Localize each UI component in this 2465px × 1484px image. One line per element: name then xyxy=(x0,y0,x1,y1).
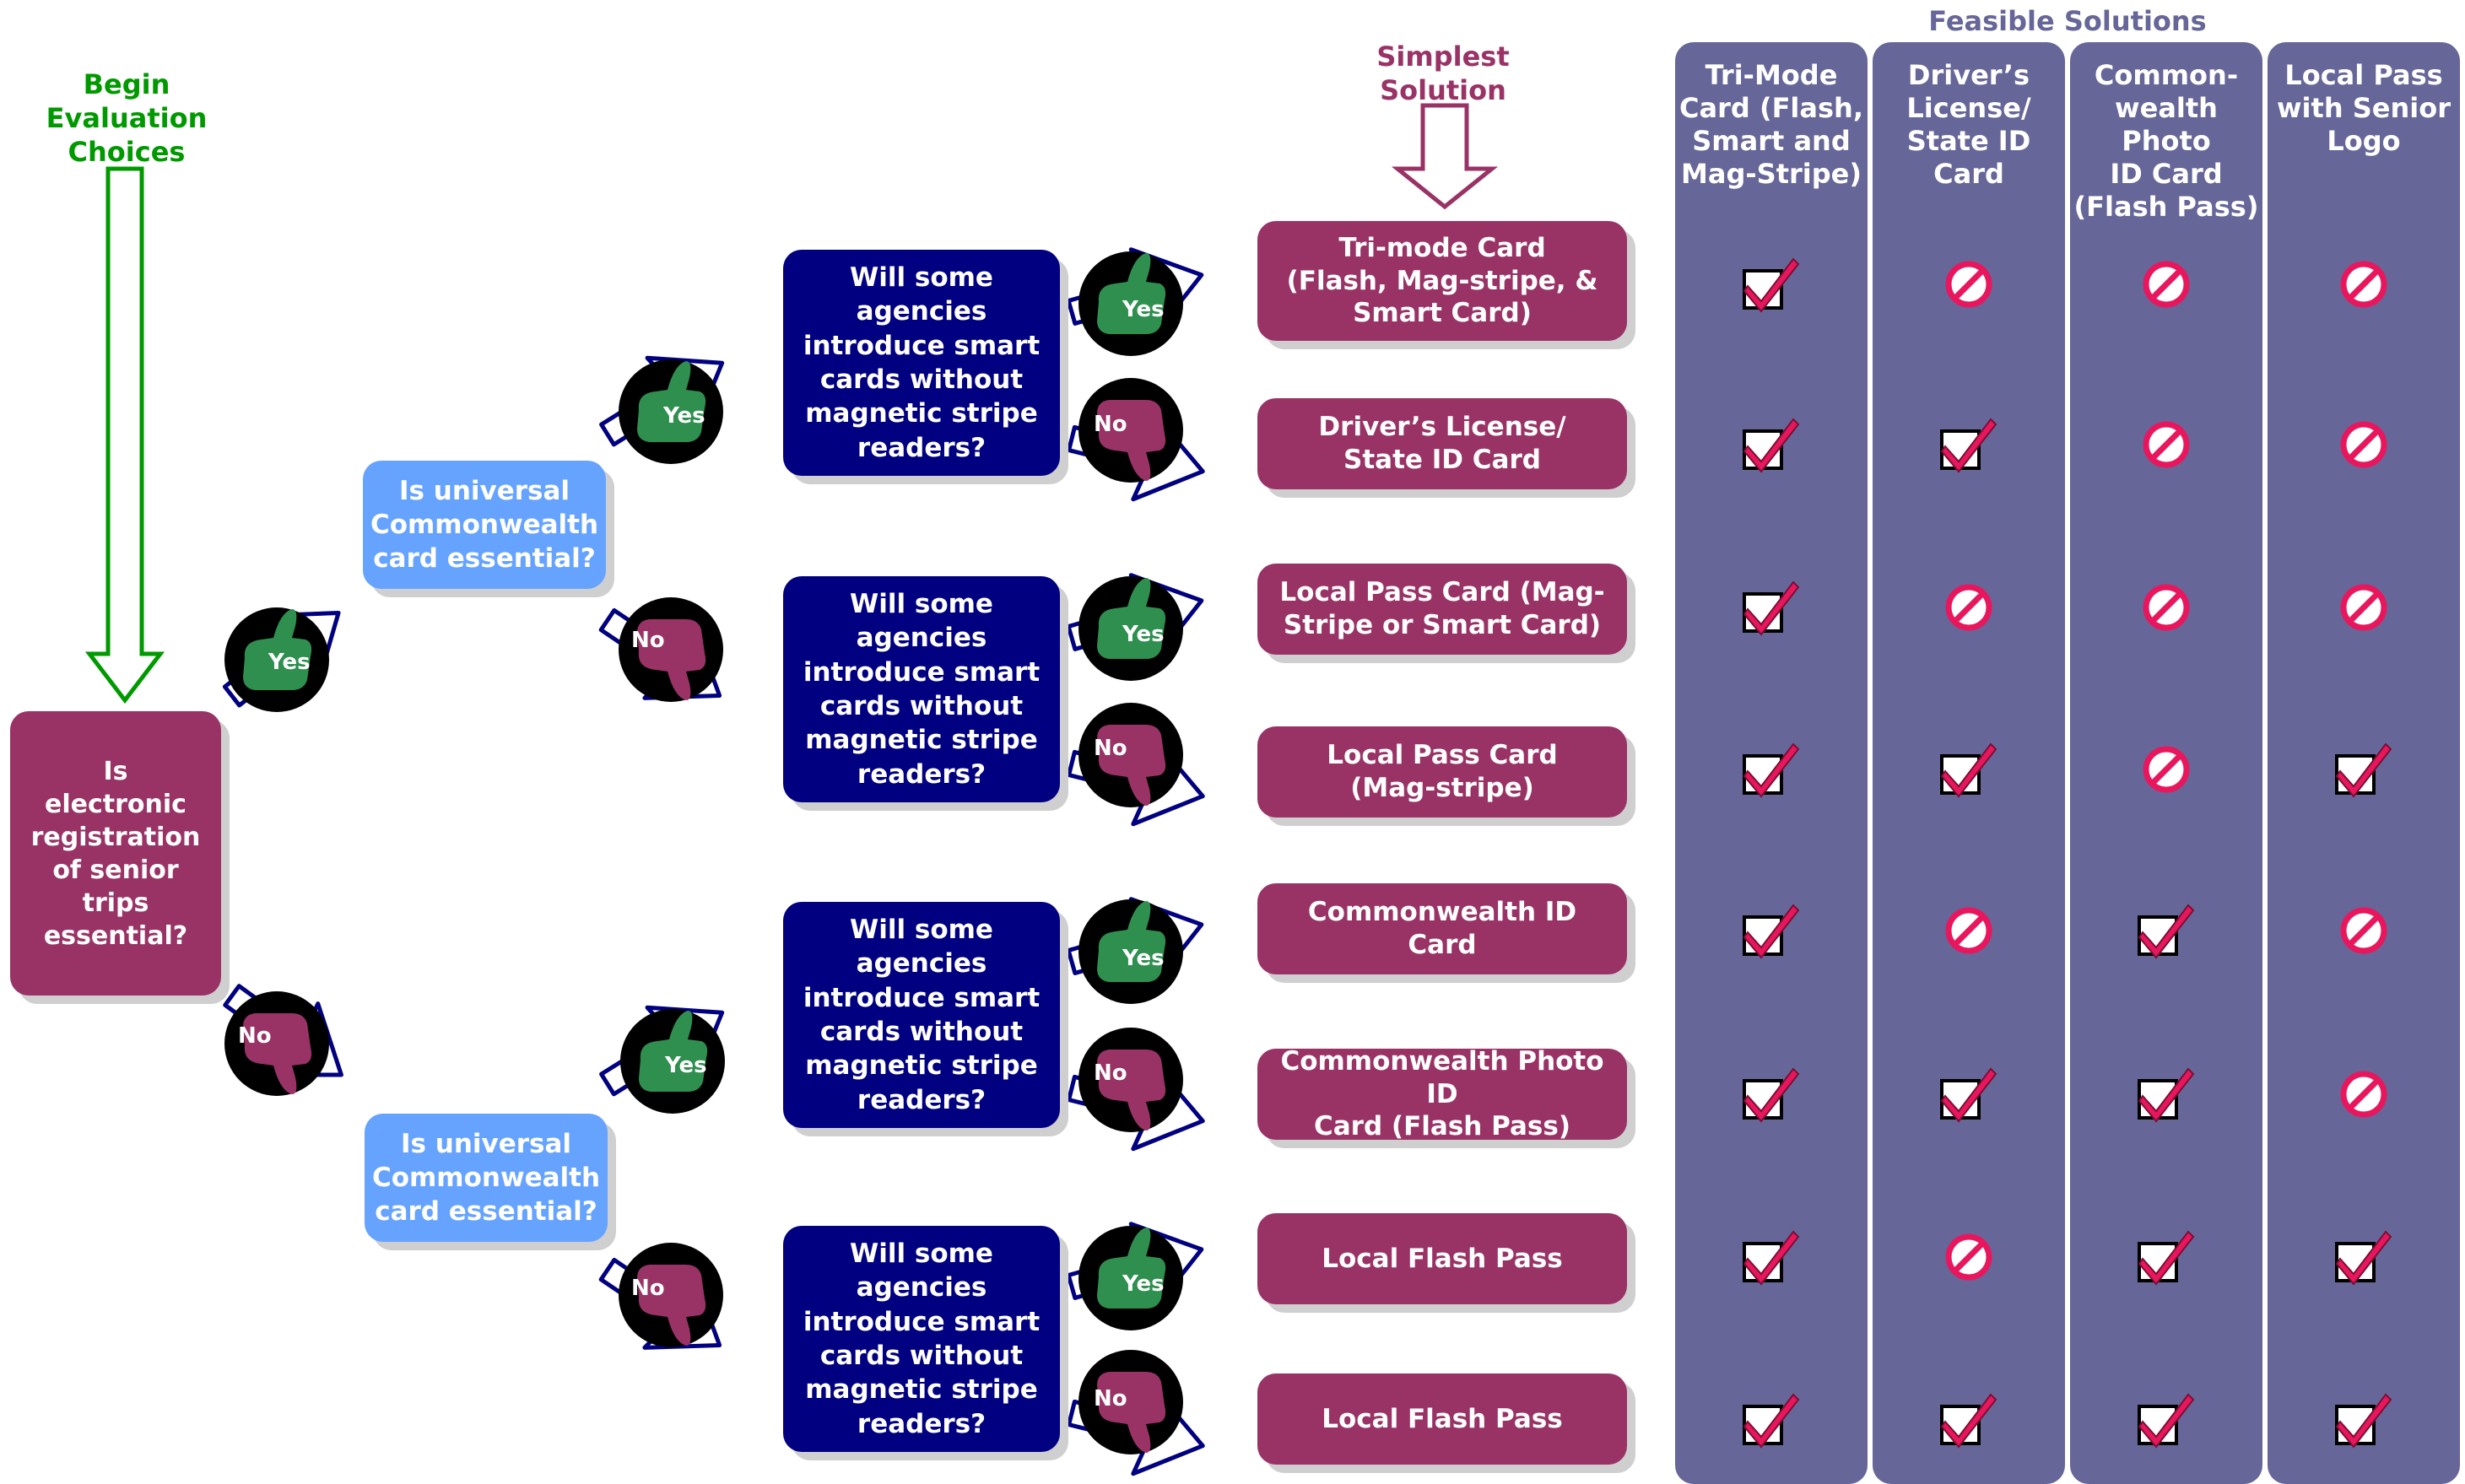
no-icon xyxy=(2340,584,2387,631)
check-icon xyxy=(1743,904,1800,959)
no-icon xyxy=(2340,261,2387,308)
check-icon xyxy=(2138,1230,2195,1286)
no-icon xyxy=(1945,907,1992,954)
check-icon xyxy=(2138,1393,2195,1449)
begin-arrow xyxy=(84,166,165,704)
no-icon xyxy=(2143,584,2190,631)
check-icon xyxy=(1940,1067,1997,1123)
no-label: No xyxy=(1094,1386,1127,1411)
result-local-flash-pass: Local Flash Pass xyxy=(1257,1213,1627,1304)
yes-label: Yes xyxy=(665,1053,707,1078)
no-icon xyxy=(1945,261,1992,308)
no-label: No xyxy=(1094,736,1127,761)
no-icon xyxy=(1945,1233,1992,1281)
no-label: No xyxy=(1094,1060,1127,1086)
result-local-pass-mag-or-smart: Local Pass Card (Mag-Stripe or Smart Car… xyxy=(1257,564,1627,655)
check-icon xyxy=(1743,580,1800,636)
begin-evaluation-label: Begin Evaluation Choices xyxy=(46,68,208,168)
result-drivers-license: Driver’s License/State ID Card xyxy=(1257,398,1627,489)
universal-card-question-box: Is universal Commonwealth card essential… xyxy=(363,461,606,589)
check-icon xyxy=(1940,418,1997,473)
yes-label: Yes xyxy=(1122,946,1165,971)
check-icon xyxy=(2335,1230,2392,1286)
yes-label: Yes xyxy=(1122,622,1165,647)
feasible-solutions-title: Feasible Solutions xyxy=(1928,5,2207,37)
simplest-arrow xyxy=(1391,103,1499,210)
no-icon xyxy=(2143,261,2190,308)
no-icon xyxy=(2143,746,2190,793)
no-label: No xyxy=(1094,412,1127,437)
check-icon xyxy=(2335,742,2392,798)
no-icon xyxy=(1945,584,1992,631)
check-icon xyxy=(2138,904,2195,959)
no-icon xyxy=(2340,421,2387,468)
check-icon xyxy=(1743,418,1800,473)
check-icon xyxy=(2335,1393,2392,1449)
no-label: No xyxy=(631,628,665,653)
result-tri-mode-card: Tri-mode Card(Flash, Mag-stripe, &Smart … xyxy=(1257,221,1627,341)
result-commonwealth-id-card: Commonwealth ID Card xyxy=(1257,883,1627,974)
no-label: No xyxy=(631,1276,665,1301)
no-label: No xyxy=(238,1023,272,1049)
no-icon xyxy=(2340,1071,2387,1118)
column-header: Common-wealth Photo ID Card(Flash Pass) xyxy=(2073,59,2259,224)
result-local-flash-pass: Local Flash Pass xyxy=(1257,1373,1627,1465)
check-icon xyxy=(1743,257,1800,313)
yes-label: Yes xyxy=(663,403,705,429)
simplest-solution-label: Simplest Solution xyxy=(1376,40,1510,106)
yes-label: Yes xyxy=(268,650,311,675)
check-icon xyxy=(1940,1393,1997,1449)
no-icon xyxy=(2143,421,2190,468)
check-icon xyxy=(1940,742,1997,798)
check-icon xyxy=(1743,1067,1800,1123)
check-icon xyxy=(1743,742,1800,798)
check-icon xyxy=(1743,1393,1800,1449)
universal-card-question-box: Is universal Commonwealth card essential… xyxy=(365,1114,608,1242)
yes-label: Yes xyxy=(1122,1271,1165,1297)
start-question-box: Is electronic registration of senior tri… xyxy=(10,711,221,996)
check-icon xyxy=(2138,1067,2195,1123)
no-icon xyxy=(2340,907,2387,954)
check-icon xyxy=(1743,1230,1800,1286)
yes-label: Yes xyxy=(1122,297,1165,322)
result-local-pass-mag-stripe: Local Pass Card(Mag-stripe) xyxy=(1257,726,1627,818)
